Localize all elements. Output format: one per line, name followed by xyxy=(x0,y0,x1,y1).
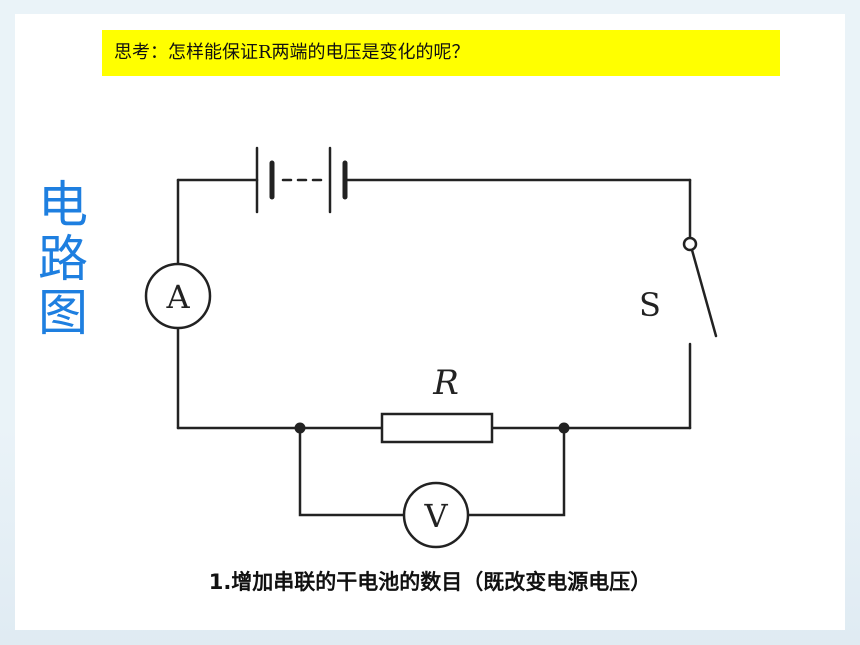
question-banner: 思考：怎样能保证R两端的电压是变化的呢？ xyxy=(102,30,780,76)
switch-label: S xyxy=(639,286,661,324)
method-caption: 1.增加串联的干电池的数目（既改变电源电压） xyxy=(208,570,652,594)
junction-right xyxy=(558,422,570,434)
switch-blade xyxy=(690,248,718,338)
circuit-diagram-title: 电 路 图 xyxy=(36,178,90,340)
ammeter-label: A xyxy=(165,278,190,316)
voltmeter-circle xyxy=(402,481,470,549)
question-text: 思考：怎样能保证R两端的电压是变化的呢？ xyxy=(114,42,470,63)
title-char-2: 路 xyxy=(38,230,88,288)
ammeter-circle xyxy=(144,262,212,330)
title-char-3: 图 xyxy=(38,284,88,342)
voltmeter-branch-right xyxy=(466,426,566,517)
switch-pivot xyxy=(682,236,698,252)
resistor-label: R xyxy=(432,363,459,403)
resistor-body xyxy=(380,412,494,444)
junction-left xyxy=(294,422,306,434)
voltmeter-branch-left xyxy=(298,426,406,517)
title-char-1: 电 xyxy=(38,176,88,234)
voltmeter-label: V xyxy=(423,497,448,535)
